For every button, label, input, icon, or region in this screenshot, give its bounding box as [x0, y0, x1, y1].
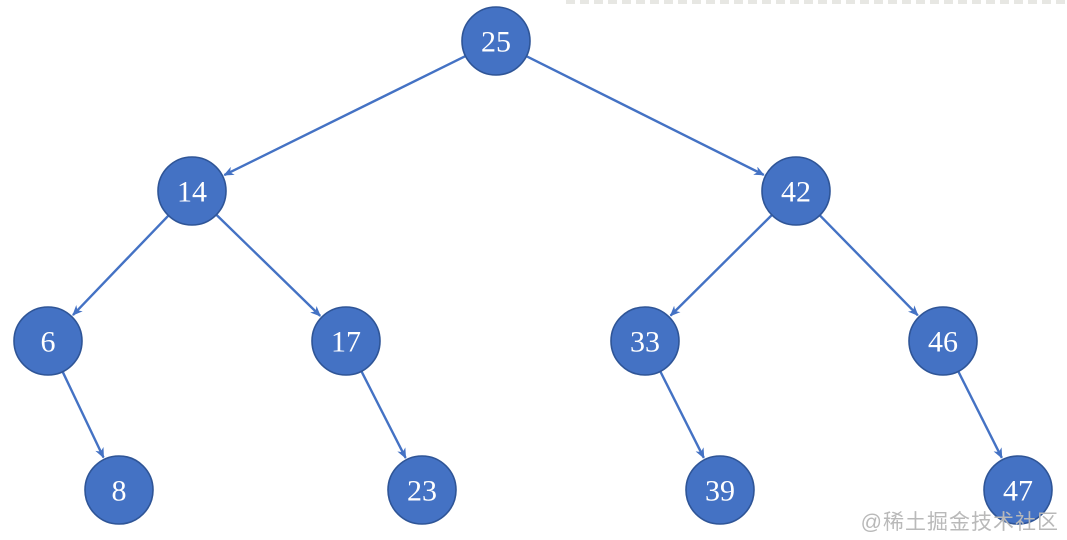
tree-edge-14-6 — [72, 214, 170, 316]
tree-node-circle — [461, 6, 531, 76]
tree-node-label: 23 — [407, 475, 437, 508]
tree-node-circle — [387, 455, 457, 525]
tree-edge-14-17 — [215, 213, 322, 317]
tree-node-circle — [157, 156, 227, 226]
tree-node-25: 25 — [461, 6, 531, 76]
tree-node-label: 33 — [630, 326, 660, 359]
tree-node-6: 6 — [13, 306, 83, 376]
tree-node-label: 47 — [1003, 475, 1033, 508]
tree-edge-25-42 — [525, 55, 765, 176]
tree-node-circle — [610, 306, 680, 376]
tree-node-14: 14 — [157, 156, 227, 226]
tree-node-label: 46 — [928, 326, 958, 359]
tree-node-label: 6 — [41, 326, 56, 359]
tree-node-17: 17 — [311, 306, 381, 376]
tree-edge-17-23 — [360, 370, 407, 459]
tree-edge-42-46 — [818, 214, 919, 317]
tree-node-42: 42 — [761, 156, 831, 226]
tree-node-circle — [761, 156, 831, 226]
tree-node-circle — [311, 306, 381, 376]
tree-edge-6-8 — [61, 371, 105, 459]
tree-node-23: 23 — [387, 455, 457, 525]
tree-edge-42-33 — [669, 214, 773, 317]
tree-node-label: 42 — [781, 176, 811, 209]
tree-edge-46-47 — [957, 370, 1003, 459]
tree-node-label: 14 — [177, 176, 207, 209]
tree-node-33: 33 — [610, 306, 680, 376]
tree-node-circle — [685, 455, 755, 525]
tree-node-circle — [908, 306, 978, 376]
tree-node-8: 8 — [84, 455, 154, 525]
tree-node-circle — [13, 306, 83, 376]
tree-node-47: 47 — [983, 455, 1053, 525]
tree-node-circle — [983, 455, 1053, 525]
tree-node-46: 46 — [908, 306, 978, 376]
tree-node-39: 39 — [685, 455, 755, 525]
tree-node-label: 8 — [112, 475, 127, 508]
tree-node-circle — [84, 455, 154, 525]
tree-node-label: 25 — [481, 26, 511, 59]
tree-node-label: 39 — [705, 475, 735, 508]
tree-node-label: 17 — [331, 326, 361, 359]
tree-edge-25-14 — [223, 54, 467, 177]
tree-edge-33-39 — [659, 370, 705, 459]
